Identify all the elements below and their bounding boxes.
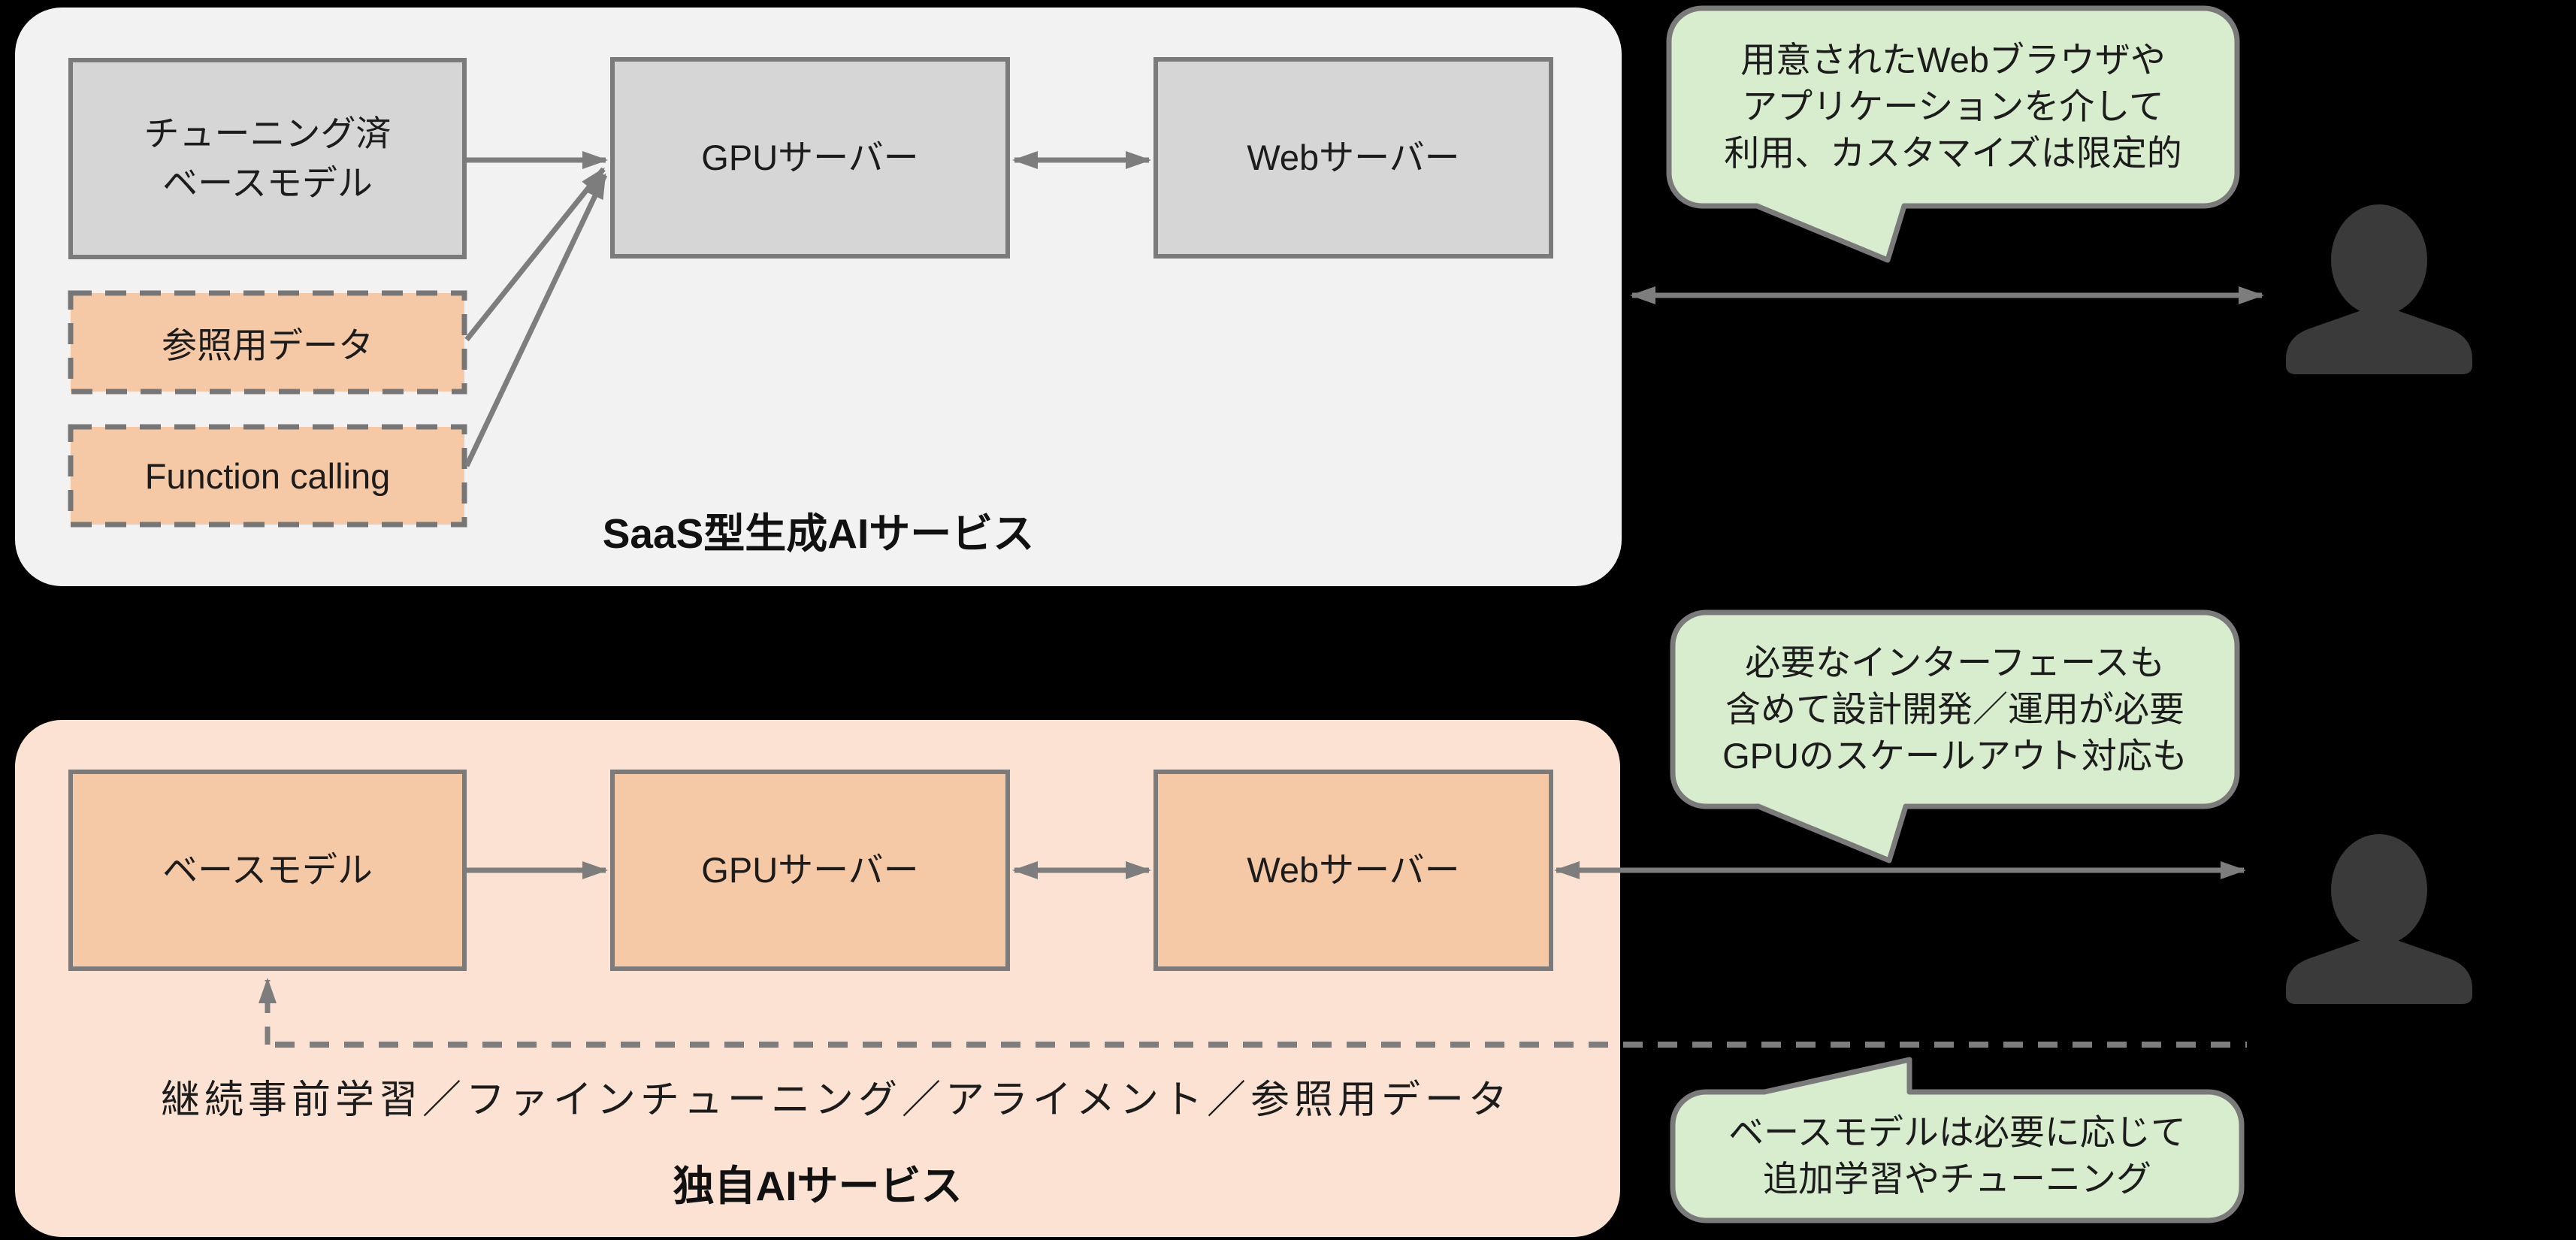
user-body [2286,309,2472,374]
tuned-base-model-label-line2: ベースモデル [162,163,373,203]
own-service-container: 独自AIサービス ベースモデル GPUサーバー Webサーバー [15,720,1620,1237]
own-section-label: 独自AIサービス [673,1163,963,1209]
own-web-server-label: Webサーバー [1247,850,1460,890]
base-model-box: ベースモデル [68,770,467,971]
training-note-label: 継続事前学習／ファインチューニング／アライメント／参照用データ [161,1078,1513,1122]
user-head [2331,834,2427,945]
own-gpu-server-label: GPUサーバー [701,850,919,890]
callout-saas-line1: 用意されたWebブラウザや [1740,40,2166,80]
callout-text-saas: 用意されたWebブラウザや アプリケーションを介して 利用、カスタマイズは限定的 [1669,37,2237,177]
user-body [2286,939,2472,1004]
base-model-label: ベースモデル [162,850,373,890]
saas-web-server-label: Webサーバー [1247,138,1460,177]
callout-own-line2: 含めて設計開発／運用が必要 [1725,689,2184,729]
user-icon-own [2286,834,2472,1004]
saas-web-server-box: Webサーバー [1153,57,1553,259]
own-web-server-box: Webサーバー [1153,770,1553,971]
saas-gpu-server-label: GPUサーバー [701,138,919,177]
reference-data-label: 参照用データ [162,325,373,365]
callout-own-line1: 必要なインターフェースも [1745,643,2165,682]
callout-bubbles [1666,5,2245,1223]
saas-section-label: SaaS型生成AIサービス [602,510,1035,557]
function-calling-label: Function calling [144,455,391,496]
user-head [2331,204,2427,316]
saas-gpu-server-box: GPUサーバー [610,57,1010,259]
callout-own-line3: GPUのスケールアウト対応も [1722,736,2187,776]
callout-text-own: 必要なインターフェースも 含めて設計開発／運用が必要 GPUのスケールアウト対応… [1673,640,2237,779]
callout-saas-line2: アプリケーションを介して [1742,86,2164,126]
tuned-base-model-box: チューニング済 ベースモデル [68,58,467,259]
callout-basemodel-line1: ベースモデルは必要に応じて [1728,1112,2186,1152]
callout-basemodel-line2: 追加学習やチューニング [1763,1159,2151,1199]
user-icon-saas [2286,204,2472,374]
callout-saas-line3: 利用、カスタマイズは限定的 [1724,133,2182,173]
tuned-base-model-label-line1: チューニング済 [144,113,392,153]
callout-text-basemodel: ベースモデルは必要に応じて 追加学習やチューニング [1673,1109,2242,1202]
own-gpu-server-box: GPUサーバー [610,770,1010,971]
